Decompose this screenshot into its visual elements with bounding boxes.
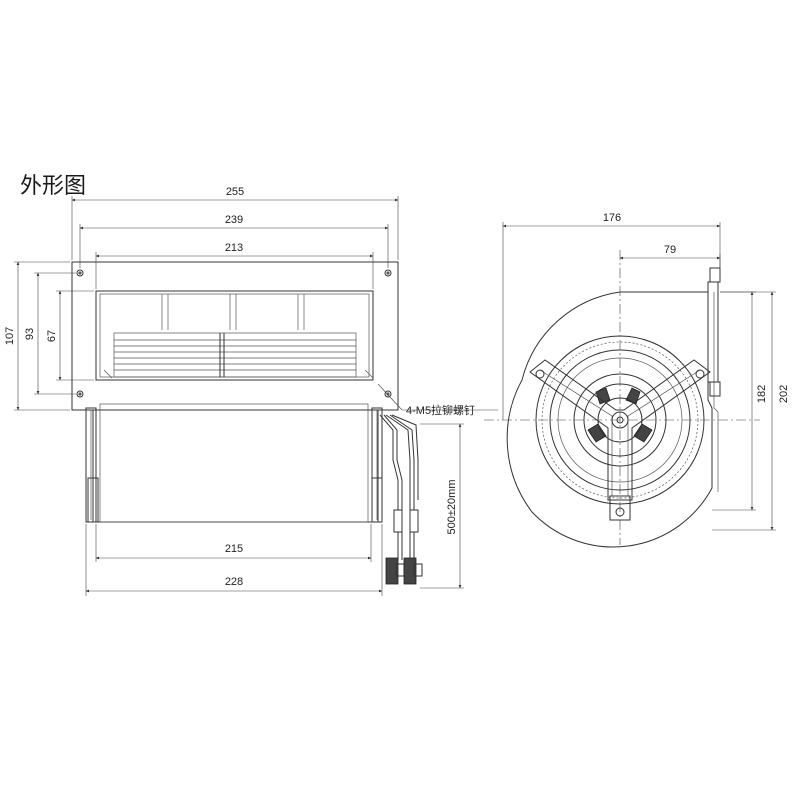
dimension-215: 215 <box>95 524 372 562</box>
svg-text:215: 215 <box>225 543 243 555</box>
dimension-176: 176 <box>502 212 721 420</box>
dimension-239: 239 <box>79 214 389 268</box>
side-bracket <box>85 407 99 523</box>
dimension-79: 79 <box>619 244 721 268</box>
svg-text:255: 255 <box>226 186 244 198</box>
outlet-opening <box>95 290 374 381</box>
mounting-flange <box>71 261 399 411</box>
dimension-213: 213 <box>95 242 374 289</box>
dimension-228: 228 <box>85 524 383 596</box>
mounting-hole <box>76 390 84 398</box>
mounting-hole <box>76 269 84 277</box>
blower-housing <box>92 409 379 523</box>
scroll-housing <box>506 291 713 548</box>
svg-text:67: 67 <box>46 330 58 342</box>
dimension-107: 107 <box>4 261 70 411</box>
rivet-note: 4-M5拉铆螺钉 <box>406 403 475 417</box>
mount-bracket <box>529 359 711 521</box>
mounting-hole <box>384 390 392 398</box>
power-cables <box>379 414 419 560</box>
drawing-title: 外形图 <box>20 174 87 199</box>
dimension-182: 182 <box>712 291 768 511</box>
svg-text:182: 182 <box>756 385 768 403</box>
outlet-flange <box>707 281 719 383</box>
dimension-67: 67 <box>46 290 94 381</box>
mounting-hole <box>384 269 392 277</box>
svg-text:239: 239 <box>225 214 243 226</box>
dimension-255: 255 <box>71 186 399 260</box>
dimension-202: 202 <box>712 291 790 531</box>
cable-connector <box>385 557 405 585</box>
svg-text:228: 228 <box>225 576 243 588</box>
svg-text:500±20mm: 500±20mm <box>446 480 458 535</box>
svg-text:213: 213 <box>225 242 243 254</box>
svg-text:79: 79 <box>664 244 676 256</box>
impeller-blades <box>113 332 357 378</box>
dimension-93: 93 <box>24 272 76 395</box>
svg-text:93: 93 <box>24 328 36 340</box>
svg-text:202: 202 <box>778 385 790 403</box>
side-view: 176 79 182 202 <box>484 212 790 548</box>
front-view: 4-M5拉铆螺钉 255 239 213 107 <box>4 186 498 596</box>
svg-text:107: 107 <box>4 327 16 345</box>
side-bracket <box>371 407 383 523</box>
svg-text:176: 176 <box>603 212 621 224</box>
dimension-cable-length: 500±20mm <box>420 423 464 589</box>
cable-connector <box>403 557 423 585</box>
